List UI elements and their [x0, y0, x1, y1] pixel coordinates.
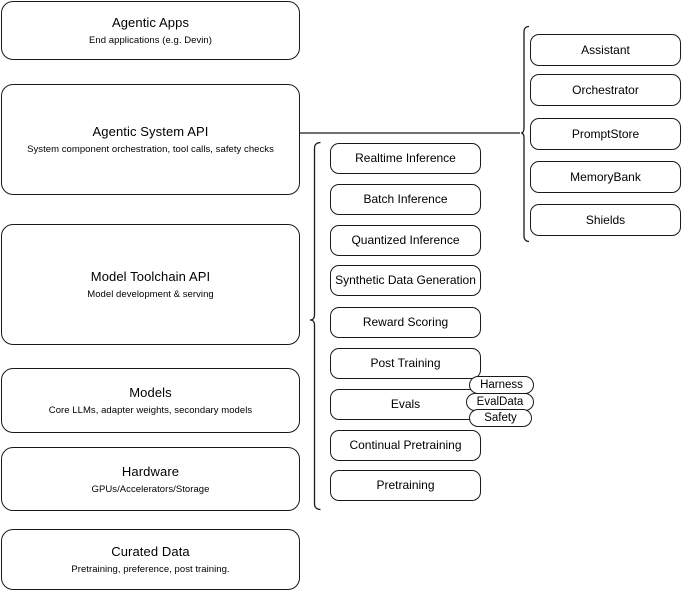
capability-reward-scoring[interactable]: Reward Scoring — [330, 307, 481, 338]
component-label: Shields — [585, 212, 626, 227]
layer-curated-data[interactable]: Curated Data Pretraining, preference, po… — [1, 529, 300, 590]
capability-evals[interactable]: Evals — [330, 389, 481, 420]
layer-title: Curated Data — [111, 544, 190, 559]
component-label: PromptStore — [571, 126, 640, 141]
eval-tag-evaldata[interactable]: EvalData — [466, 393, 534, 411]
layer-title: Agentic Apps — [111, 15, 190, 30]
component-label: MemoryBank — [570, 169, 641, 184]
component-label: Orchestrator — [572, 82, 639, 97]
layer-subtitle: GPUs/Accelerators/Storage — [91, 483, 210, 495]
eval-tag-safety[interactable]: Safety — [469, 409, 532, 427]
component-label: Assistant — [581, 42, 630, 57]
layer-agentic-apps[interactable]: Agentic Apps End applications (e.g. Devi… — [1, 1, 300, 60]
layer-hardware[interactable]: Hardware GPUs/Accelerators/Storage — [1, 447, 300, 511]
component-promptstore[interactable]: PromptStore — [530, 118, 681, 150]
capability-label: Reward Scoring — [362, 315, 449, 329]
capability-post-training[interactable]: Post Training — [330, 348, 481, 379]
layer-models[interactable]: Models Core LLMs, adapter weights, secon… — [1, 368, 300, 433]
component-orchestrator[interactable]: Orchestrator — [530, 74, 681, 106]
layer-subtitle: System component orchestration, tool cal… — [27, 144, 274, 155]
layer-title: Model Toolchain API — [90, 269, 211, 284]
capability-label: Post Training — [370, 356, 441, 370]
capability-pretraining[interactable]: Pretraining — [330, 470, 481, 501]
layer-title: Agentic System API — [92, 124, 209, 139]
capability-quantized-inference[interactable]: Quantized Inference — [330, 225, 481, 256]
component-shields[interactable]: Shields — [530, 204, 681, 236]
eval-tag-harness[interactable]: Harness — [469, 376, 534, 394]
layer-subtitle: Core LLMs, adapter weights, secondary mo… — [48, 405, 253, 416]
capability-label: Evals — [390, 397, 421, 411]
capability-label: Pretraining — [376, 478, 435, 492]
component-assistant[interactable]: Assistant — [530, 34, 681, 66]
layer-title: Hardware — [121, 463, 180, 479]
layer-subtitle: Pretraining, preference, post training. — [71, 564, 230, 575]
capability-label: Synthetic Data Generation — [335, 273, 476, 287]
capability-realtime-inference[interactable]: Realtime Inference — [330, 143, 481, 174]
layer-subtitle: End applications (e.g. Devin) — [89, 35, 212, 46]
component-memorybank[interactable]: MemoryBank — [530, 161, 681, 193]
capability-label: Quantized Inference — [351, 233, 460, 247]
capability-label: Realtime Inference — [355, 151, 456, 165]
capability-continual-pretraining[interactable]: Continual Pretraining — [330, 430, 481, 461]
layer-subtitle: Model development & serving — [87, 289, 214, 300]
capability-label: Continual Pretraining — [349, 438, 462, 452]
capability-synthetic-data-generation[interactable]: Synthetic Data Generation — [330, 265, 481, 296]
layer-agentic-system-api[interactable]: Agentic System API System component orch… — [1, 84, 300, 195]
layer-title: Models — [129, 385, 172, 400]
capability-label: Batch Inference — [363, 192, 448, 206]
capability-batch-inference[interactable]: Batch Inference — [330, 184, 481, 215]
layer-model-toolchain-api[interactable]: Model Toolchain API Model development & … — [1, 224, 300, 345]
